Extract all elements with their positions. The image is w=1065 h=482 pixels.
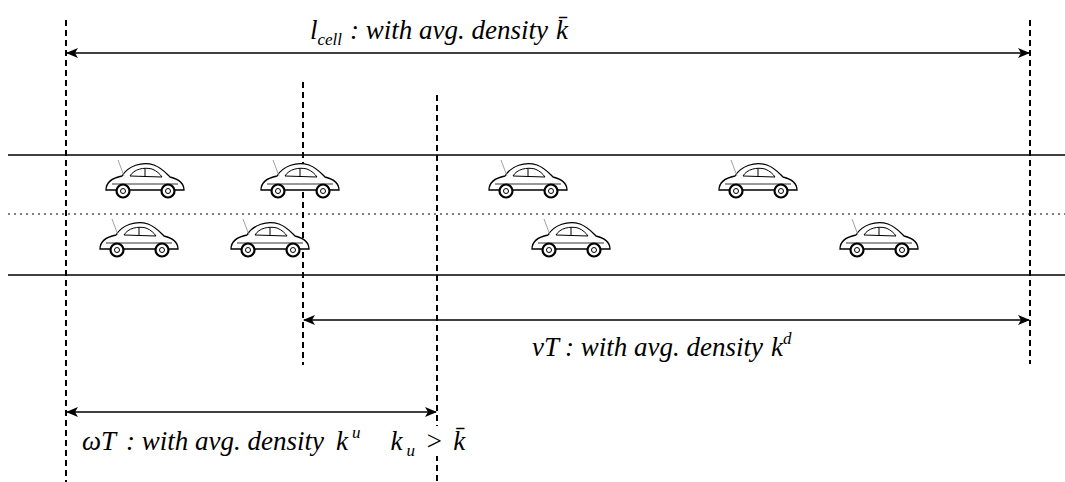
label-text: k bbox=[334, 426, 350, 456]
label-text: vT bbox=[532, 332, 559, 362]
label-text: : with avg. density bbox=[565, 332, 763, 362]
dimension-label: ωT: with avg. densitykuku>k̄ bbox=[80, 424, 467, 461]
subscript-text: cell bbox=[318, 30, 343, 49]
superscript-text: d bbox=[783, 329, 792, 348]
label-text: k bbox=[389, 426, 405, 456]
dimension-label: lcell : with avg. density k̄ bbox=[310, 16, 568, 50]
superscript-text: u bbox=[350, 423, 363, 442]
label-text: k̄ bbox=[556, 15, 568, 45]
label-text: k bbox=[771, 332, 783, 362]
label-text: > bbox=[423, 426, 445, 456]
label-text: k̄ bbox=[451, 426, 467, 456]
label-text: l bbox=[310, 15, 318, 45]
dimension-label: vT: with avg. density kd bbox=[532, 330, 791, 363]
subscript-text: u bbox=[405, 441, 418, 460]
label-text: : with avg. density bbox=[350, 15, 548, 45]
label-text: : with avg. density bbox=[124, 426, 326, 456]
label-text: ωT bbox=[80, 426, 118, 456]
